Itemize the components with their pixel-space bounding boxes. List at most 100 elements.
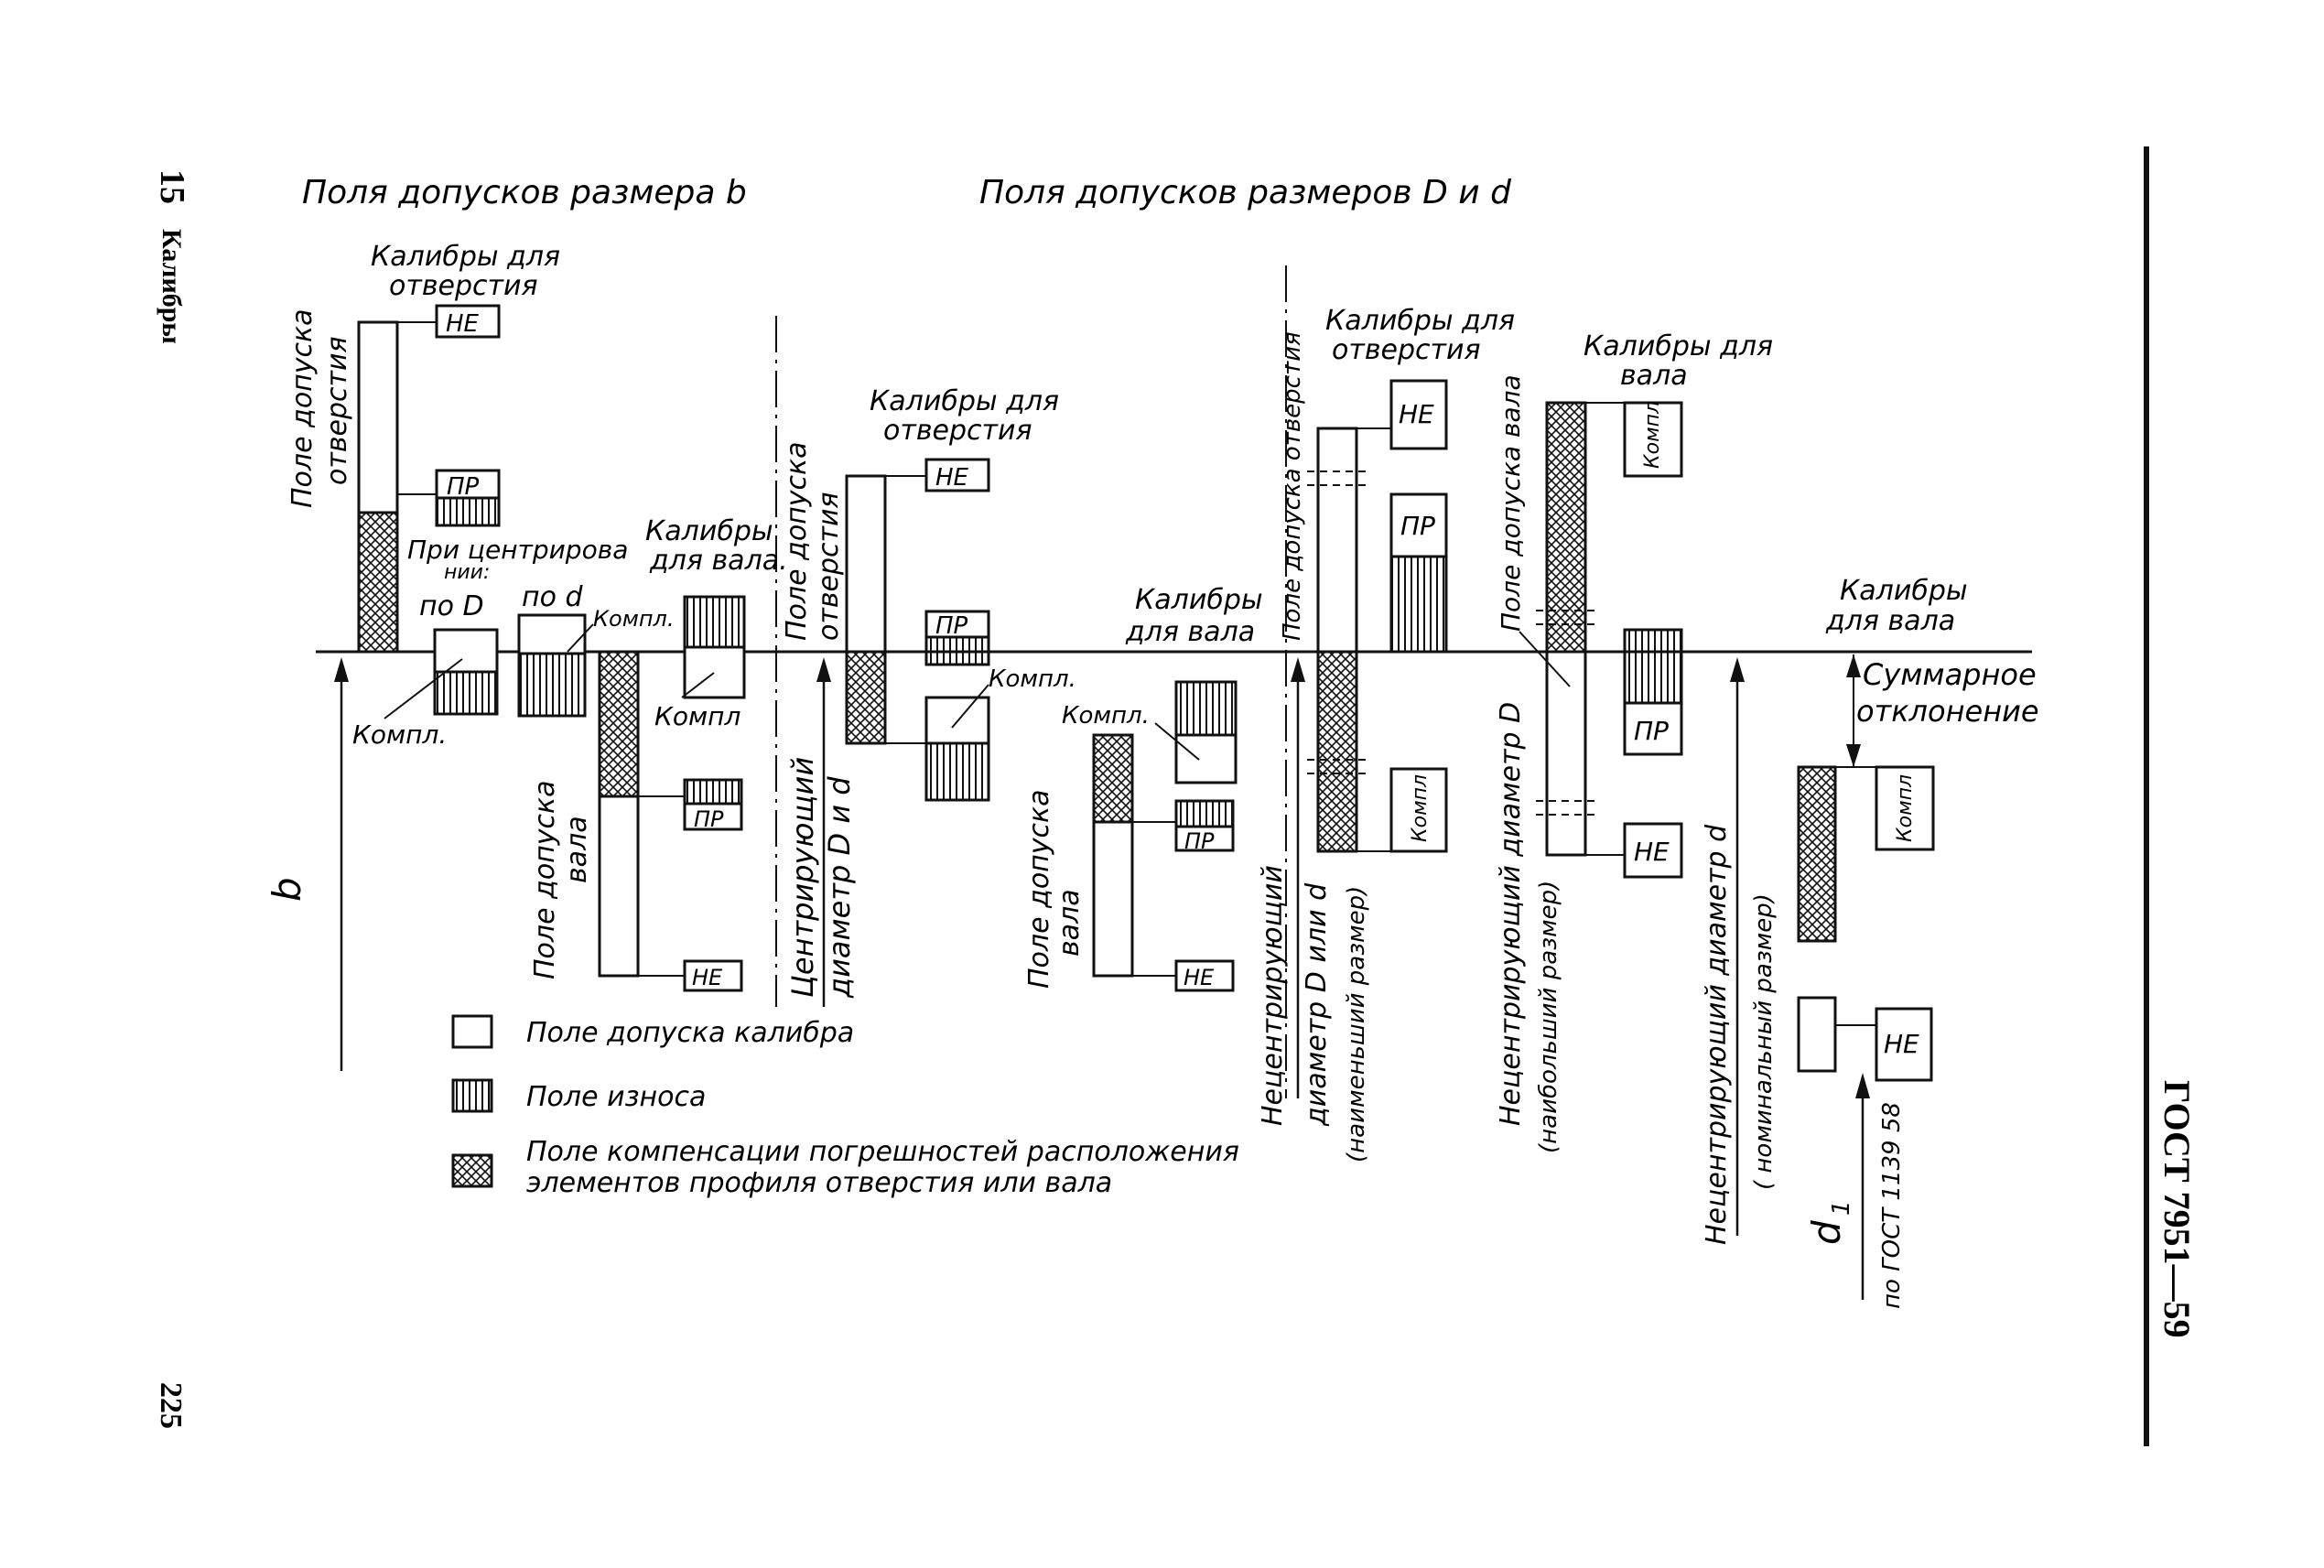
shaft-gauges-b-label-2: для вала — [1125, 616, 1255, 648]
gauge-pr-4[interactable] — [1174, 825, 1235, 852]
hole3-field-plain — [1316, 427, 1358, 654]
bore-gauges-label-1: Калибры для — [371, 241, 560, 273]
gauge-ne-1[interactable] — [435, 304, 501, 339]
shaft-gauge-b-compl[interactable] — [1174, 733, 1238, 784]
running-title: Калибры — [157, 229, 187, 344]
hole2-field-compensation — [845, 650, 887, 745]
compl-d-wear — [517, 652, 587, 718]
gauge-ne-3[interactable] — [924, 458, 990, 492]
gauge-ne-6-label: НЕ — [1634, 837, 1670, 867]
gauge-ne-2-label: НЕ — [692, 965, 723, 990]
bore-gauges-3-label-1: Калибры для — [1325, 305, 1515, 337]
shaft-gauge-wear-top — [683, 595, 746, 649]
by-d-label: по d — [522, 581, 584, 613]
total-dev-label-1: Суммарное — [1863, 657, 2037, 692]
shaft-field-plain — [598, 795, 640, 978]
shaft3-field-plain — [1545, 650, 1587, 857]
gauge-pr-5[interactable] — [1389, 492, 1448, 558]
bore-gauges-label-2: отверстия — [389, 270, 538, 302]
heading-left: Поля допусков размера b — [302, 174, 747, 211]
standard-label: ГОСТ 7951—59 — [2156, 1080, 2198, 1338]
legend-text-cross-2: элементов профиля отверстия или вала — [526, 1167, 1112, 1199]
gost-ref-label: по ГОСТ 1139 58 — [1878, 1102, 1906, 1309]
noncentering-D-label-2: (наибольший размер) — [1535, 881, 1562, 1153]
gauge-pr-4-label: ПР — [1184, 828, 1215, 854]
legend-swatch-hatch — [451, 1078, 493, 1113]
gauge-compl-6[interactable] — [1623, 401, 1683, 478]
shaft-field-compensation — [598, 650, 640, 798]
gauge-compl-7[interactable] — [1875, 765, 1935, 851]
legend-text-hatch: Поле износа — [526, 1081, 706, 1113]
gauge-pr-3-label: ПР — [935, 612, 968, 640]
gauge-pr-2[interactable] — [683, 802, 743, 831]
shaft-field-tall-label: Поле допуска вала — [1496, 374, 1526, 632]
gauge-compl-5-label: Компл — [1409, 774, 1432, 842]
compl-3-wear — [924, 741, 990, 802]
legend-text-cross-1: Поле компенсации погрешностей расположен… — [526, 1136, 1239, 1168]
d1-label: d — [1804, 1220, 1849, 1245]
legend-swatch-cross — [451, 1153, 493, 1188]
compl-D-wear — [433, 670, 499, 716]
shaft-gauge-compl[interactable] — [683, 645, 746, 699]
compl-D-plain[interactable] — [433, 628, 499, 674]
gauge-ne-2[interactable] — [683, 959, 743, 992]
shaft3-field-compensation — [1545, 401, 1587, 654]
shaft-gauge-b-compl-label: Компл. — [1062, 702, 1150, 730]
legend-swatch-plain — [451, 1014, 493, 1049]
centering-axis-arrow — [816, 657, 831, 682]
bore-gauges-2-label-1: Калибры для — [870, 385, 1059, 417]
hole-field-2-label-2: отверстия — [813, 492, 845, 641]
gauge-ne-7[interactable] — [1875, 1007, 1933, 1082]
compl-d-label: Компл. — [593, 606, 675, 632]
centering-label-2: нии: — [444, 561, 490, 584]
gauge-pr-3-wear — [924, 635, 990, 666]
centering-axis-label-1: Центрирующий — [785, 757, 820, 998]
gauge-ne-4[interactable] — [1174, 959, 1235, 992]
shaft2-field-label-1: Поле допуска — [1023, 789, 1055, 989]
noncentering-label-1: Нецентрирующий — [1257, 865, 1289, 1126]
gauge-compl-6-label: Компл — [1641, 401, 1664, 469]
centering-label-1: При центрирова — [407, 535, 628, 565]
gauge-pr-6[interactable] — [1623, 701, 1683, 756]
shaft-gauges-c-label-2: вала — [1620, 360, 1688, 392]
total-dev-arrow-down — [1846, 744, 1861, 767]
noncentering-axis-arrow — [1291, 657, 1305, 682]
compl-D-label: Компл. — [352, 719, 447, 750]
gauge-pr-5-wear — [1389, 555, 1448, 654]
gauge-ne-4-label: НЕ — [1184, 965, 1215, 990]
total-dev-arrow-up — [1846, 654, 1861, 677]
hole2-field-plain — [845, 474, 887, 654]
gauge-pr-3[interactable] — [924, 610, 990, 639]
shaft-gauge-compl-leader — [681, 672, 715, 698]
noncentering-label-3: (наименьший размер) — [1343, 886, 1370, 1162]
shaft3-leader — [1519, 631, 1571, 687]
total-dev-label-2: отклонение — [1856, 694, 2039, 729]
gauge-pr-6-wear — [1623, 628, 1683, 705]
compl-d-leader — [567, 623, 594, 653]
gauge-ne-5[interactable] — [1389, 379, 1448, 450]
compl-3-leader — [951, 684, 989, 729]
by-D-label: по D — [419, 590, 484, 622]
total-dev-compensation — [1797, 765, 1837, 943]
gauge-ne-6[interactable] — [1623, 822, 1683, 879]
bore-gauges-3-label-2: отверстия — [1332, 334, 1481, 366]
gauge-ne-1-label: НЕ — [446, 310, 480, 338]
b-axis-label: b — [265, 877, 309, 902]
compl-D-leader — [384, 658, 463, 719]
shaft-gauges-b-label-1: Калибры — [1135, 584, 1263, 616]
noncentering-d-axis-arrow — [1730, 657, 1745, 682]
legend-text-plain: Поле допуска калибра — [526, 1017, 854, 1049]
centering-axis-label-2: диаметр D и d — [822, 776, 857, 999]
shaft2-field-plain — [1092, 820, 1134, 978]
shaft-gauges-d-label-1: Калибры — [1840, 575, 1968, 607]
hole3-field-compensation — [1316, 650, 1358, 853]
gauge-ne-5-label: НЕ — [1399, 399, 1434, 429]
heading-right: Поля допусков размеров D и d — [979, 174, 1512, 211]
d1-field — [1797, 996, 1837, 1073]
margin-left: 15 Калибры 225 — [153, 169, 191, 1429]
page-number: 225 — [154, 1382, 188, 1429]
gauge-compl-5[interactable] — [1389, 767, 1448, 853]
d1-axis-arrow — [1855, 1073, 1870, 1098]
compl-d-plain[interactable] — [517, 613, 587, 655]
